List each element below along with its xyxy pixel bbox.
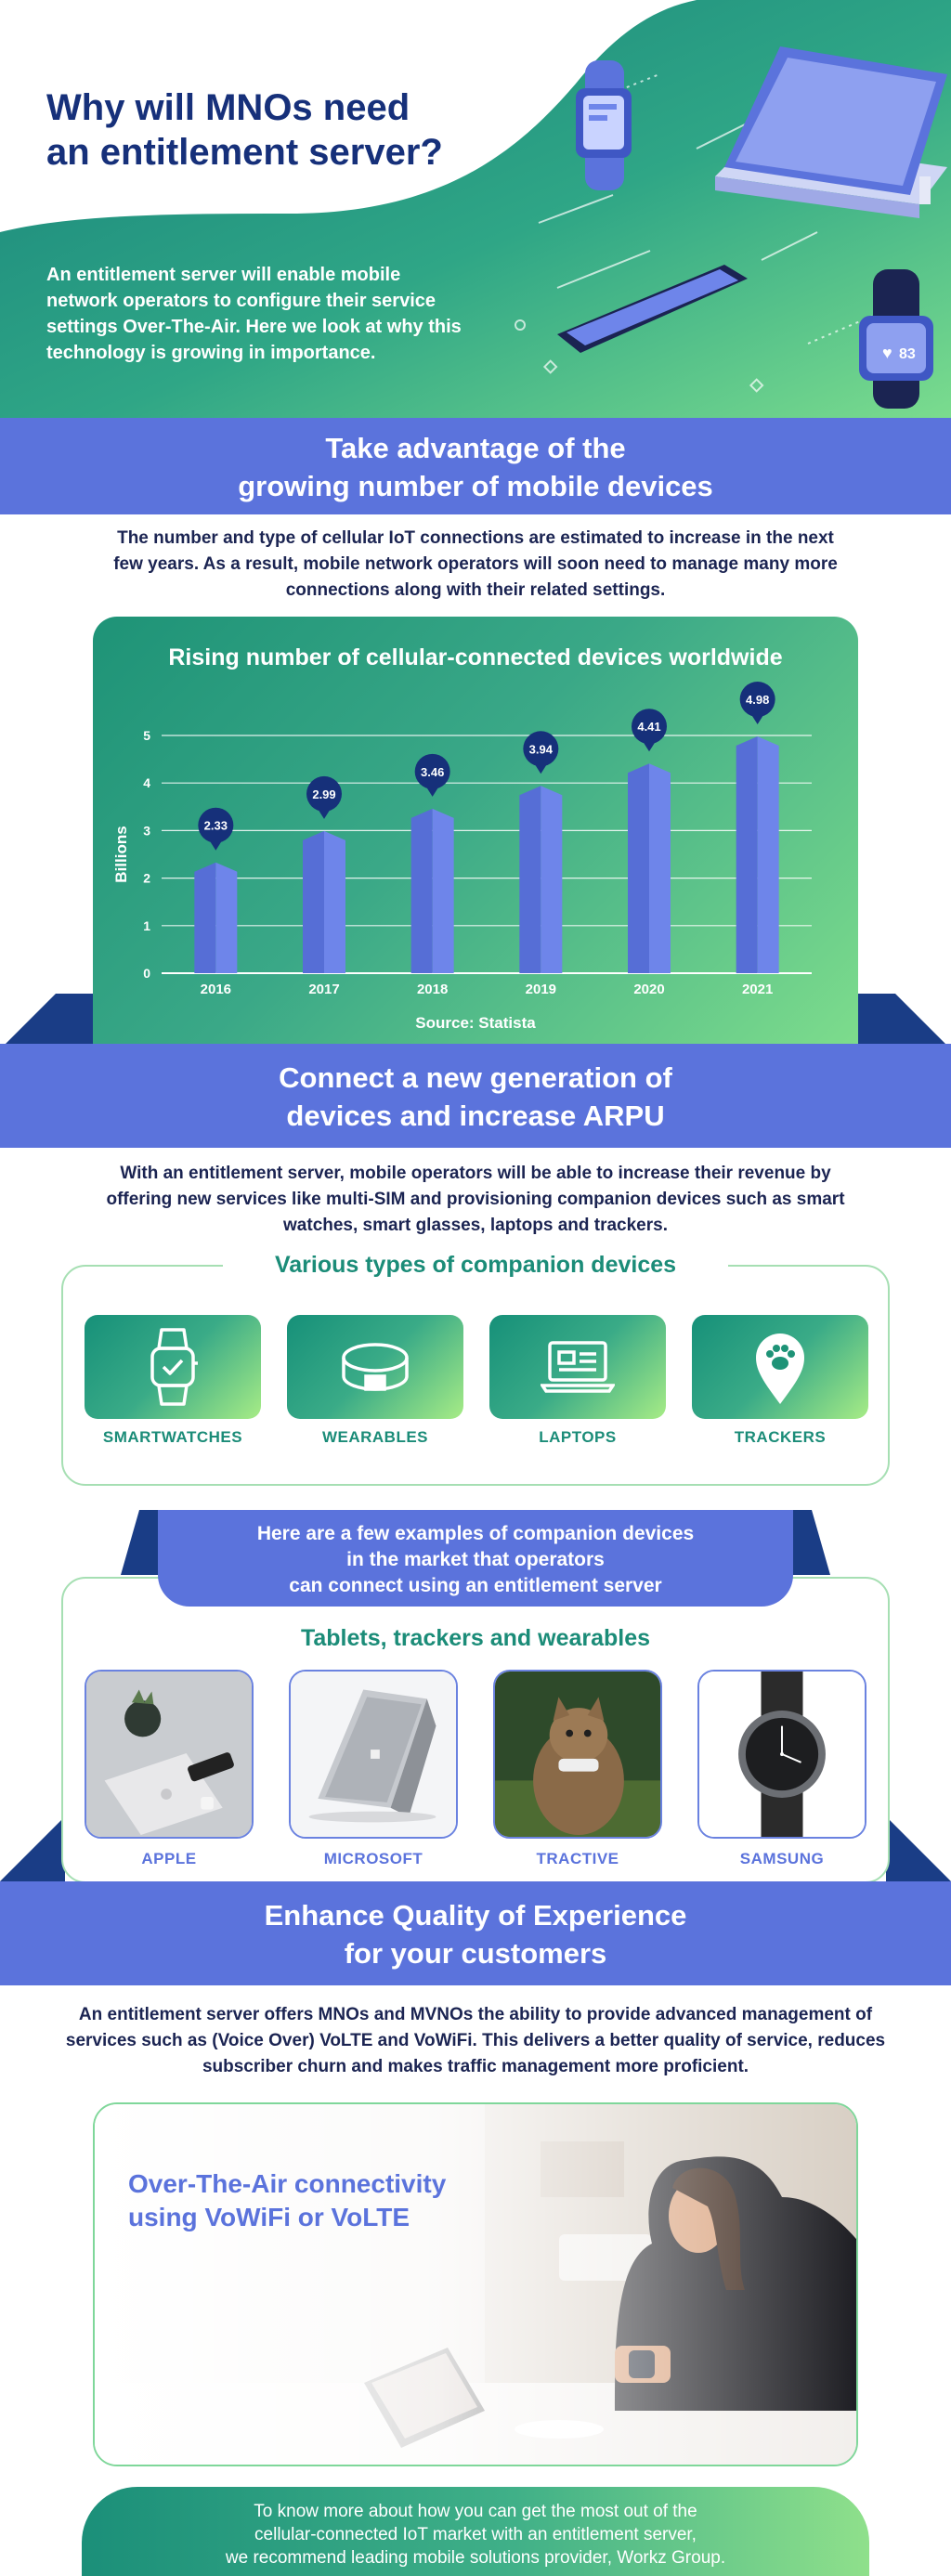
samsung-product-image (697, 1670, 866, 1839)
section-heading-devices: Take advantage of the growing number of … (0, 418, 951, 514)
wearables-tile (287, 1315, 463, 1419)
x-tick-label: 2020 (633, 982, 664, 997)
value-badge-pointer (209, 839, 223, 851)
chart-corner-decoration (0, 994, 951, 1049)
section-heading-arpu: Connect a new generation of devices and … (0, 1044, 951, 1148)
y-tick-label: 5 (143, 728, 150, 743)
bar (215, 862, 238, 973)
value-badge-pointer (643, 741, 656, 752)
footer-cta: To know more about how you can get the m… (82, 2487, 869, 2576)
bar-side (303, 830, 324, 973)
bar-side (519, 786, 541, 973)
bar-side (194, 862, 216, 973)
y-tick-label: 1 (143, 918, 150, 933)
bar-side (410, 808, 433, 973)
section-arpu-body: With an entitlement server, mobile opera… (106, 1164, 845, 1235)
x-tick-label: 2017 (308, 982, 339, 997)
wearable-band-icon (342, 1343, 409, 1391)
value-badge-pointer (750, 714, 764, 725)
value-badge (414, 753, 450, 789)
apple-product-image (85, 1670, 254, 1839)
value-badge (632, 709, 667, 745)
trackers-tile (692, 1315, 868, 1419)
value-badge (198, 807, 234, 843)
hero-section: Why will MNOs need an entitlement server… (0, 0, 951, 418)
bar (324, 830, 345, 973)
data-label: 4.41 (637, 720, 660, 734)
hero-intro-text: An entitlement server will enable mobile… (46, 265, 462, 363)
value-badge (306, 775, 342, 812)
chart-card: Rising number of cellular-connected devi… (93, 617, 858, 1044)
page-title: Why will MNOs need an entitlement server… (46, 87, 443, 173)
smartwatches-tile (85, 1315, 261, 1419)
value-badge-pointer (318, 808, 331, 819)
examples-title: Tablets, trackers and wearables (300, 1625, 651, 1651)
svg-text:83: 83 (899, 346, 916, 362)
data-label: 3.94 (529, 742, 554, 756)
vowifi-photo-card: Over-The-Air connectivity using VoWiFi o… (93, 2102, 858, 2466)
wearables-label: WEARABLES (321, 1428, 429, 1446)
microsoft-product-image (289, 1670, 458, 1839)
apple-label: APPLE (141, 1850, 197, 1867)
value-badge-pointer (425, 786, 439, 797)
heart-rate-watch-icon: ♥ 83 (859, 269, 933, 409)
laptops-tile (489, 1315, 666, 1419)
smartwatch-icon (150, 1328, 198, 1406)
section-heading-qoe: Enhance Quality of Experience for your c… (0, 1881, 951, 1985)
bar (541, 786, 563, 973)
section-qoe-body: An entitlement server offers MNOs and MV… (65, 2005, 886, 2076)
y-tick-label: 3 (143, 823, 150, 838)
chart-title: Rising number of cellular-connected devi… (168, 644, 783, 670)
bar (649, 763, 671, 973)
tablet-stand-icon (715, 46, 947, 218)
woman-with-tablet-photo (95, 2104, 856, 2465)
y-tick-label: 2 (143, 871, 150, 886)
laptops-label: LAPTOPS (539, 1428, 617, 1446)
bar-side (736, 736, 758, 973)
tractive-label: TRACTIVE (536, 1850, 619, 1867)
bar (757, 736, 779, 973)
smartphone-illustration-icon (557, 265, 748, 353)
value-badge-pointer (534, 763, 548, 774)
section-devices-body: The number and type of cellular IoT conn… (113, 528, 838, 600)
data-label: 3.46 (421, 765, 444, 779)
data-label: 4.98 (746, 693, 769, 707)
hero-background (0, 0, 951, 418)
devices-illustration: ♥ 83 (515, 46, 947, 409)
y-tick-label: 0 (143, 966, 150, 981)
bar-side (628, 763, 649, 973)
bar (432, 808, 454, 973)
tractive-product-image (493, 1670, 662, 1839)
y-tick-label: 4 (143, 775, 150, 790)
svg-text:♥: ♥ (882, 344, 892, 362)
examples-intro: Here are a few examples of companion dev… (158, 1510, 793, 1607)
data-label: 2.33 (204, 819, 228, 833)
laptop-icon (541, 1341, 615, 1393)
data-label: 2.99 (312, 787, 335, 801)
vowifi-heading: Over-The-Air connectivity using VoWiFi o… (128, 2169, 447, 2231)
microsoft-label: MICROSOFT (323, 1850, 423, 1867)
smartwatches-label: SMARTWATCHES (102, 1428, 243, 1446)
y-axis-label: Billions (112, 826, 130, 882)
x-tick-label: 2016 (201, 982, 231, 997)
value-badge (523, 731, 559, 767)
x-tick-label: 2021 (742, 982, 773, 997)
device-types-title: Various types of companion devices (223, 1252, 728, 1279)
x-tick-label: 2019 (526, 982, 556, 997)
samsung-label: SAMSUNG (739, 1850, 825, 1867)
chart-source: Source: Statista (415, 1014, 536, 1032)
x-tick-label: 2018 (417, 982, 448, 997)
value-badge (739, 682, 775, 718)
smartwatch-illustration-icon (576, 60, 632, 190)
paw-tracker-icon (756, 1334, 804, 1404)
trackers-label: TRACKERS (734, 1428, 827, 1446)
